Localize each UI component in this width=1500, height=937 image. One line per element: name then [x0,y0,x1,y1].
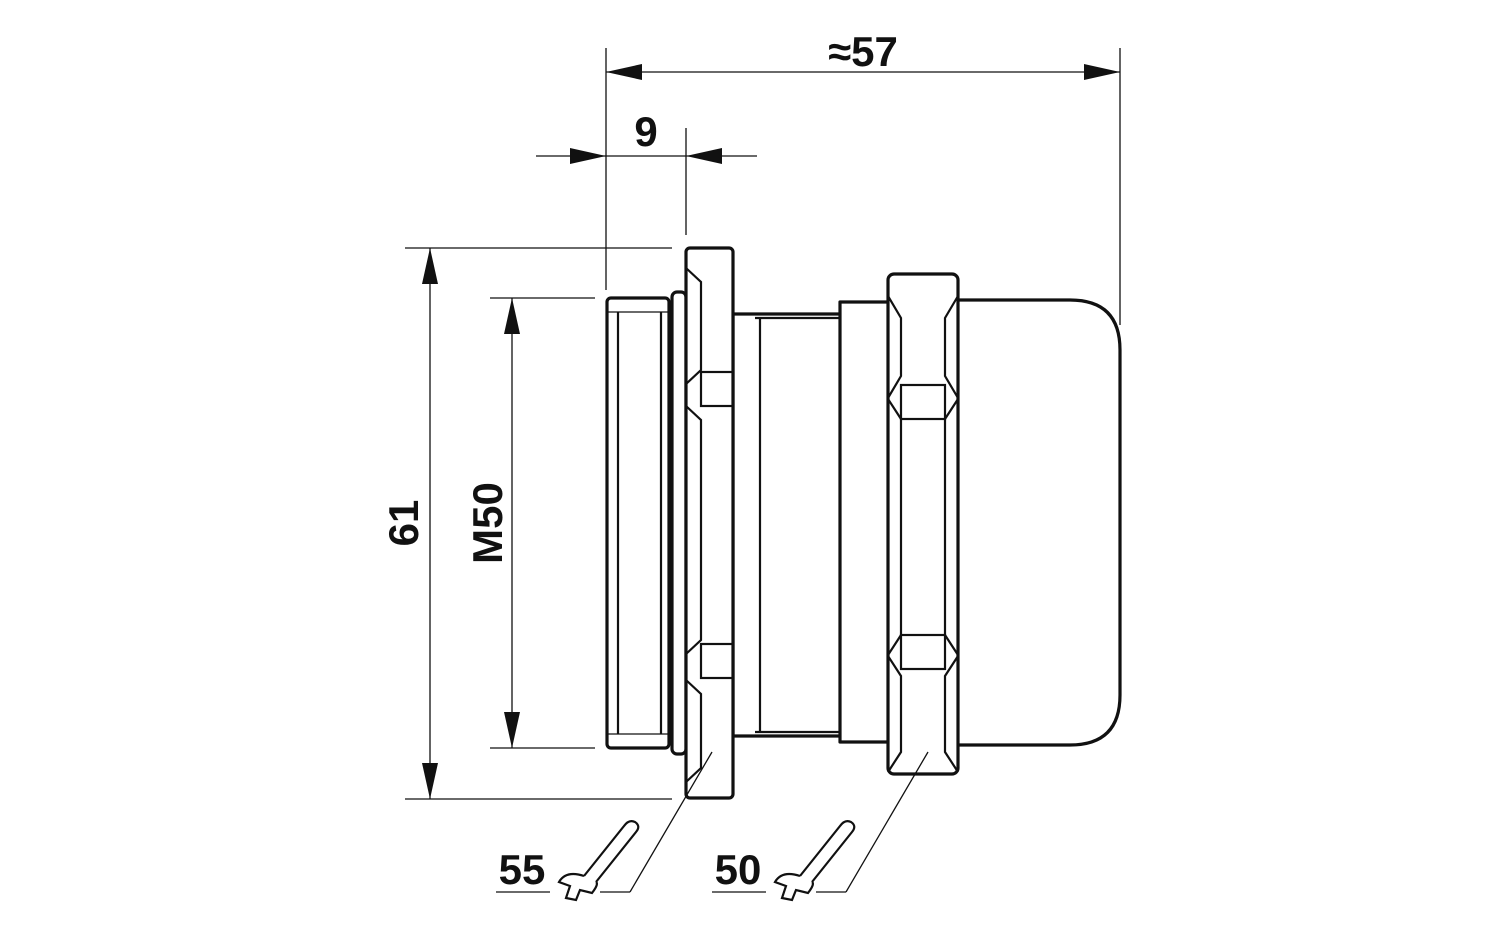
body-hex [684,246,735,800]
thread-dimension: M50 [464,298,520,748]
dome-cap [953,298,1122,747]
wrench-50-callout: 50 [712,751,929,902]
seal-ring [670,290,688,756]
wrench-icon [557,820,640,902]
flange-thickness-label: 9 [634,108,657,155]
extension-lines [405,48,1121,800]
flange-height-dimension: 61 [380,248,438,799]
overall-length-dimension: ≈57 [606,28,1120,80]
cable-gland-part [605,246,1122,800]
cap-nut-hex [886,272,960,776]
wrench-55-label: 55 [499,846,546,893]
wrench-icon [773,820,856,902]
wrench-50-label: 50 [715,846,762,893]
wrench-55-callout: 55 [496,751,713,902]
thread-label: M50 [464,482,511,564]
neck-section [731,312,847,738]
external-thread [605,296,671,750]
flange-height-label: 61 [380,500,427,547]
cap-nut-shoulder [838,300,892,744]
flange-thickness-dimension: 9 [536,108,757,164]
overall-length-label: ≈57 [828,28,898,75]
